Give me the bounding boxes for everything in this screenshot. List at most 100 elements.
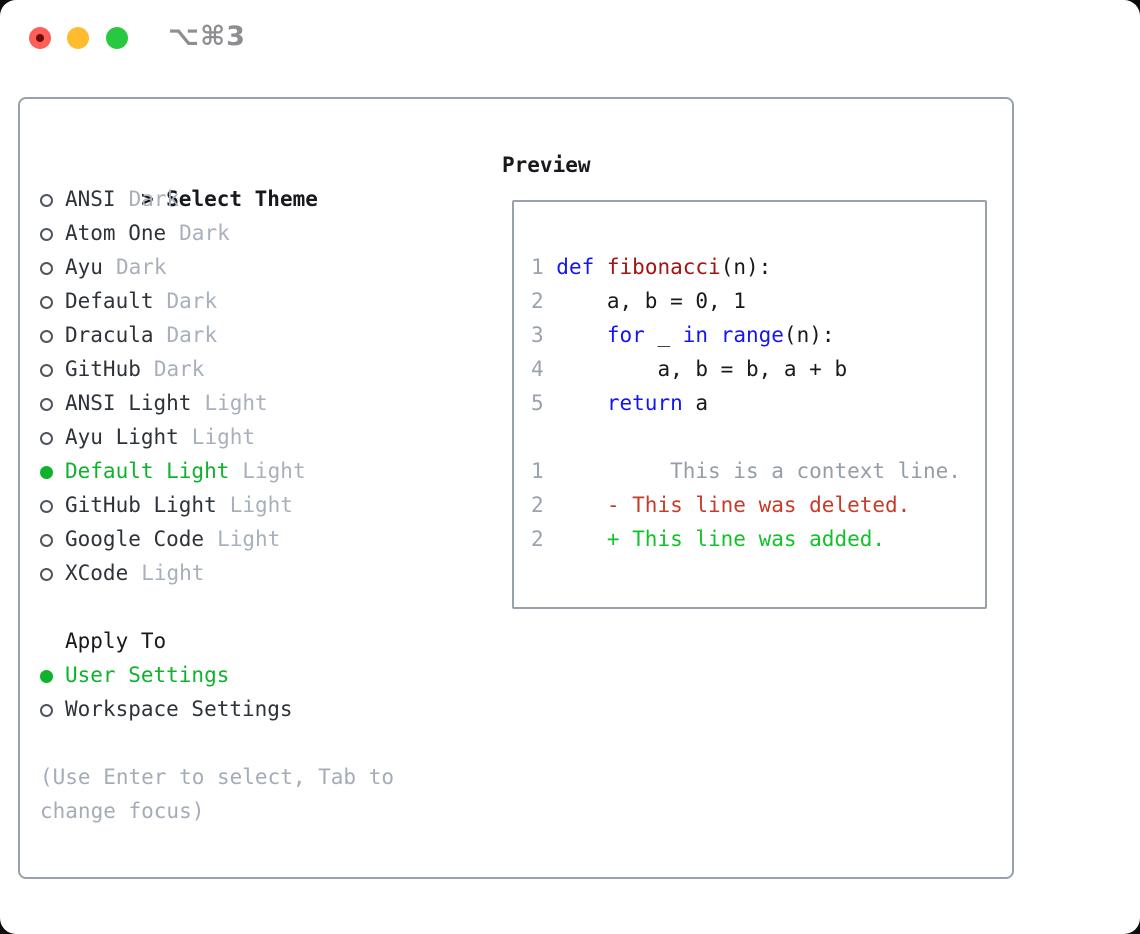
code-token: a	[682, 391, 709, 415]
theme-item-label: GitHub Light	[65, 493, 217, 517]
code-token	[556, 391, 607, 415]
theme-item-label: Default	[65, 289, 154, 313]
code-token: (n):	[783, 323, 835, 347]
theme-item-label: Ayu Light	[65, 425, 179, 449]
theme-item-xcode[interactable]: XCode Light	[40, 556, 485, 590]
code-token: range	[720, 323, 784, 347]
theme-item-github[interactable]: GitHub Dark	[40, 352, 485, 386]
theme-item-default[interactable]: Default Dark	[40, 284, 485, 318]
theme-item-label: XCode	[65, 561, 129, 585]
theme-section-header: > Select Theme	[40, 148, 485, 211]
theme-item-ansi-light[interactable]: ANSI Light Light	[40, 386, 485, 420]
line-number: 3	[531, 323, 557, 347]
radio-unselected-icon	[40, 330, 53, 343]
diff-line-text: + This line was added.	[543, 527, 886, 551]
diff-line-text: - This line was deleted.	[543, 493, 911, 517]
code-token: a, b = 0, 1	[556, 289, 746, 313]
theme-item-tag: Dark	[153, 357, 205, 381]
theme-item-label: ANSI Light	[65, 391, 192, 415]
code-token: return	[606, 391, 683, 415]
radio-unselected-icon	[40, 364, 53, 377]
theme-item-label: GitHub	[65, 357, 141, 381]
theme-item-tag: Dark	[166, 323, 218, 347]
theme-item-tag: Light	[242, 459, 306, 483]
theme-item-tag: Dark	[166, 289, 218, 313]
code-token: in	[682, 323, 709, 347]
theme-section-title: Select Theme	[166, 187, 318, 211]
theme-item-tag: Light	[204, 391, 268, 415]
theme-item-ayu[interactable]: Ayu Dark	[40, 250, 485, 284]
radio-selected-icon	[40, 670, 53, 683]
theme-item-tag: Dark	[128, 187, 180, 211]
radio-unselected-icon	[40, 568, 53, 581]
theme-item-ayu-light[interactable]: Ayu Light Light	[40, 420, 485, 454]
diff-line-added: 2 + This line was added.	[531, 522, 985, 556]
cursor-icon: >	[141, 187, 154, 211]
close-button[interactable]	[29, 27, 51, 49]
apply-option-workspace-settings[interactable]: Workspace Settings	[40, 692, 485, 726]
apply-option-label: Workspace Settings	[65, 697, 293, 721]
radio-unselected-icon	[40, 194, 53, 207]
code-line: 1 def fibonacci(n):	[531, 250, 985, 284]
code-token	[594, 255, 607, 279]
line-number: 1	[531, 255, 557, 279]
code-line: 2 a, b = 0, 1	[531, 284, 985, 318]
preview-column: Preview 1 def fibonacci(n):2 a, b = 0, 1…	[502, 148, 987, 609]
code-token	[556, 323, 607, 347]
theme-item-tag: Light	[229, 493, 293, 517]
help-text: (Use Enter to select, Tab to change focu…	[40, 765, 395, 823]
radio-unselected-icon	[40, 500, 53, 513]
line-number: 2	[531, 527, 544, 551]
radio-unselected-icon	[40, 228, 53, 241]
theme-item-atom-one[interactable]: Atom One Dark	[40, 216, 485, 250]
code-token	[708, 323, 721, 347]
theme-item-tag: Dark	[179, 221, 230, 245]
zoom-button[interactable]	[106, 27, 128, 49]
code-token: (n):	[720, 255, 772, 279]
theme-item-label: Default Light	[65, 459, 230, 483]
titlebar: ⌥⌘3	[0, 0, 1140, 76]
theme-item-label: Atom One	[65, 221, 167, 245]
diff-preview: 1 This is a context line.2 - This line w…	[531, 454, 985, 556]
line-number: 2	[531, 493, 544, 517]
theme-item-label: Dracula	[65, 323, 154, 347]
theme-item-tag: Dark	[115, 255, 167, 279]
theme-item-default-light[interactable]: Default Light Light	[40, 454, 485, 488]
apply-option-user-settings[interactable]: User Settings	[40, 658, 485, 692]
radio-unselected-icon	[40, 432, 53, 445]
radio-unselected-icon	[40, 534, 53, 547]
radio-unselected-icon	[40, 262, 53, 275]
code-token: for	[606, 323, 645, 347]
theme-item-github-light[interactable]: GitHub Light Light	[40, 488, 485, 522]
code-line: 5 return a	[531, 386, 985, 420]
blank-line	[531, 420, 985, 454]
line-number: 2	[531, 289, 557, 313]
theme-item-tag: Light	[141, 561, 205, 585]
radio-unselected-icon	[40, 704, 53, 717]
theme-item-label: Ayu	[65, 255, 103, 279]
theme-item-dracula[interactable]: Dracula Dark	[40, 318, 485, 352]
line-number: 1	[531, 459, 544, 483]
diff-line-deleted: 2 - This line was deleted.	[531, 488, 985, 522]
radio-unselected-icon	[40, 296, 53, 309]
diff-line-context: 1 This is a context line.	[531, 454, 985, 488]
code-token: a, b = b, a + b	[556, 357, 848, 381]
theme-item-tag: Light	[191, 425, 256, 449]
preview-header: Preview	[502, 153, 591, 177]
line-number: 5	[531, 391, 557, 415]
window-shortcut-label: ⌥⌘3	[168, 21, 246, 52]
radio-unselected-icon	[40, 398, 53, 411]
diff-line-text: This is a context line.	[543, 459, 961, 483]
line-number: 4	[531, 357, 557, 381]
minimize-button[interactable]	[67, 27, 89, 49]
theme-item-label: Google Code	[65, 527, 205, 551]
